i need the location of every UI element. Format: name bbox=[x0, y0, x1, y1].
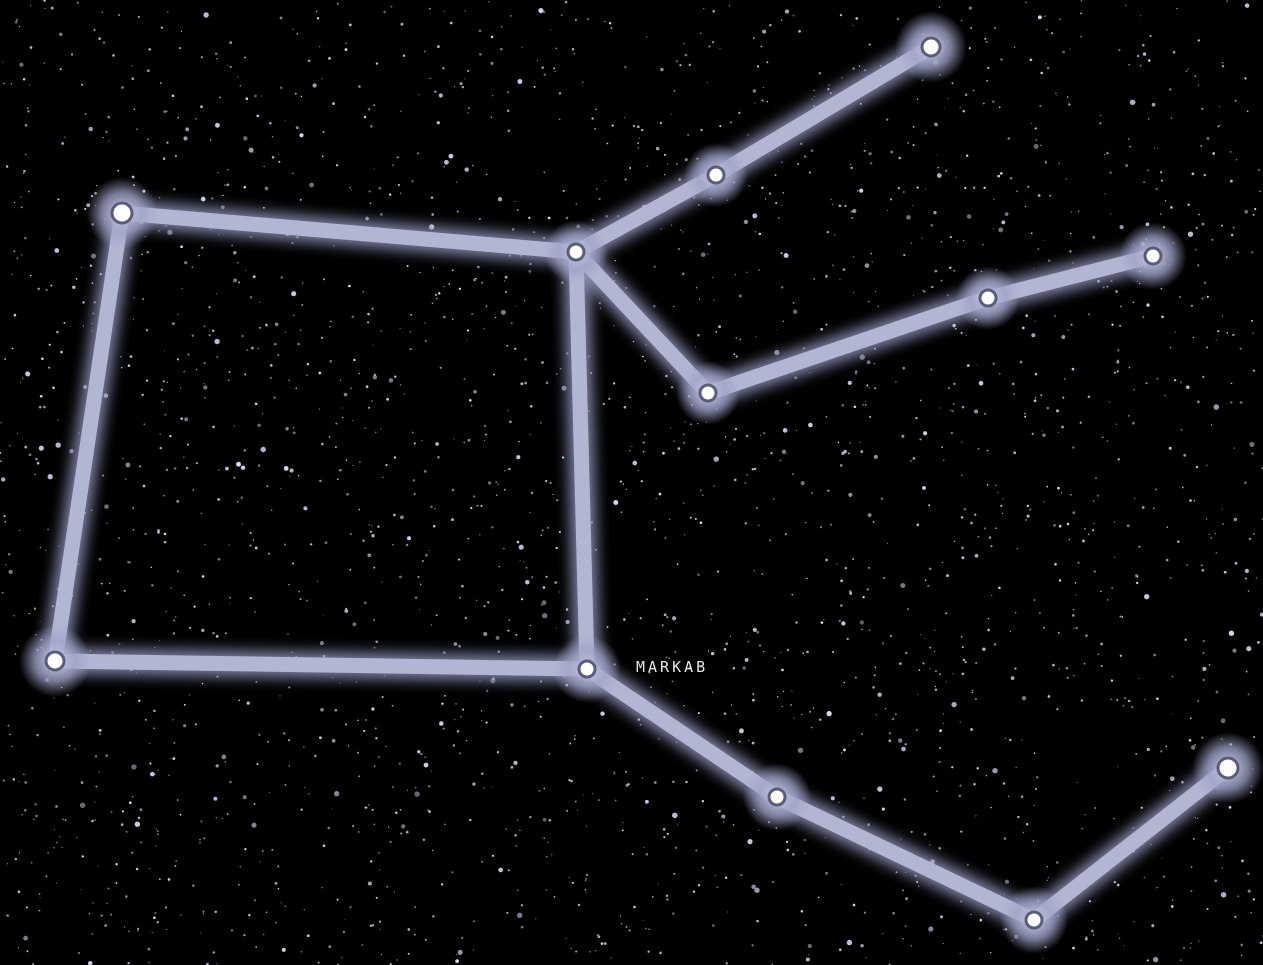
line-left-side bbox=[55, 213, 122, 661]
star-node bbox=[684, 143, 748, 207]
line-lower-leg-2 bbox=[708, 298, 988, 393]
constellation-lines-glow bbox=[55, 47, 1228, 920]
star-node bbox=[1000, 886, 1068, 954]
star-node bbox=[19, 625, 91, 697]
line-bottom-side bbox=[55, 661, 587, 669]
star-node bbox=[743, 763, 811, 831]
line-scheat-markab-top bbox=[122, 213, 576, 252]
constellation-lines bbox=[55, 47, 1228, 920]
star-node bbox=[86, 177, 158, 249]
star-node-markab bbox=[553, 635, 621, 703]
star-node bbox=[1119, 222, 1187, 290]
star-node bbox=[956, 266, 1020, 330]
star-node bbox=[895, 11, 967, 83]
star-label-markab: MARKAB bbox=[636, 658, 708, 676]
line-neck-1 bbox=[587, 669, 777, 797]
star-node bbox=[544, 220, 608, 284]
star-node bbox=[676, 361, 740, 425]
constellation-stars bbox=[19, 11, 1263, 954]
star-node bbox=[1192, 732, 1263, 804]
line-head bbox=[1034, 768, 1228, 920]
line-neck-2 bbox=[777, 797, 1034, 920]
line-upper-leg-2 bbox=[716, 47, 931, 175]
